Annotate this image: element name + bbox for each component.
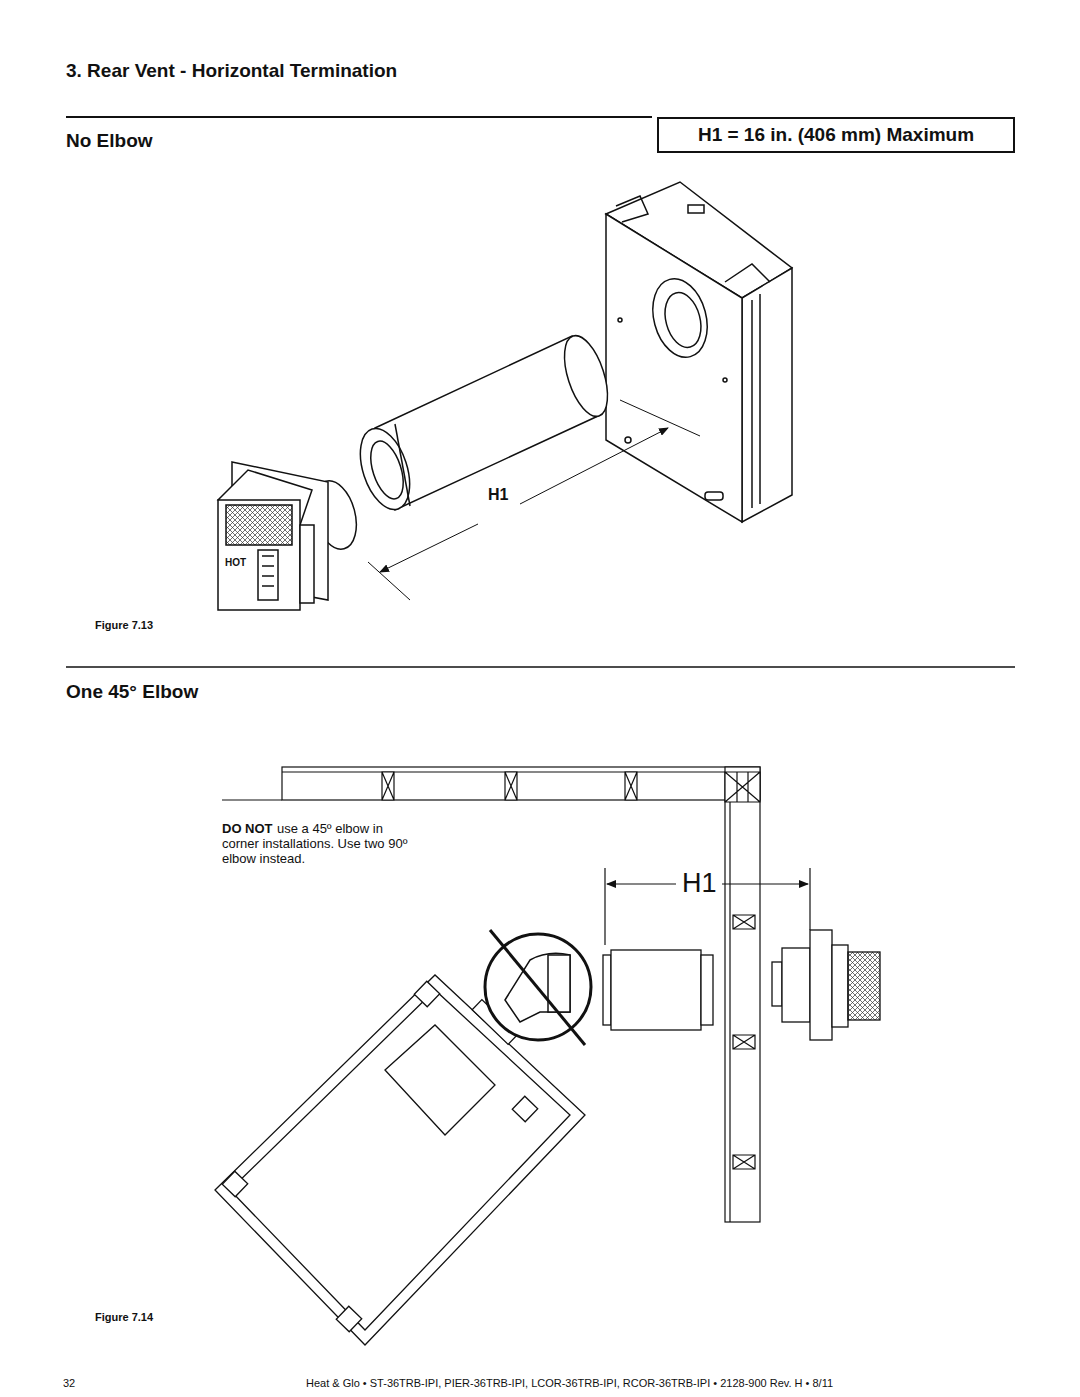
page-number: 32 — [63, 1377, 75, 1390]
rule — [66, 116, 652, 118]
section-heading: 3. Rear Vent - Horizontal Termination — [66, 60, 397, 82]
dimension-box: H1 = 16 in. (406 mm) Maximum — [657, 117, 1015, 153]
note-text: DO NOT — [222, 822, 273, 837]
figure-number: Figure 7.14 — [95, 1311, 153, 1324]
section-heading: One 45° Elbow — [66, 681, 198, 703]
termination-cap — [218, 462, 363, 610]
termination-cap — [772, 930, 880, 1040]
section-heading: No Elbow — [66, 130, 153, 152]
vent-pipe — [603, 950, 713, 1030]
rule — [66, 666, 1015, 668]
dimension-label: H1 — [486, 486, 510, 504]
warning-mark: HOT — [225, 557, 246, 569]
vent-pipe — [351, 330, 616, 515]
figure-number: Figure 7.13 — [95, 619, 153, 632]
box-text: H1 = 16 in. (406 mm) Maximum — [669, 124, 1003, 146]
footer-text: Heat & Glo • ST-36TRB-IPI, PIER-36TRB-IP… — [306, 1377, 833, 1390]
fireplace — [606, 182, 792, 522]
dimension-label: H1 — [680, 868, 719, 899]
dimension-line — [368, 400, 700, 600]
dimension-line — [605, 868, 810, 945]
note-text: use a 45º elbow in corner installations.… — [222, 822, 412, 867]
prohibited-elbow — [485, 930, 591, 1045]
